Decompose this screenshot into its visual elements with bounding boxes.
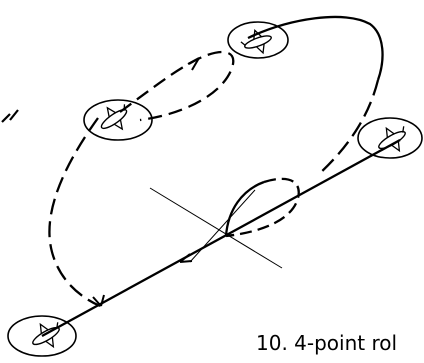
aircraft-position-ellipse (357, 117, 423, 159)
maneuver-caption: 10. 4-point rol (256, 331, 397, 355)
aircraft-icon (378, 126, 406, 153)
flight-path-center-loop-dashed (225, 177, 300, 238)
direction-arrow-icon (179, 253, 193, 263)
direction-arrow-icon (92, 294, 105, 307)
aircraft-position-ellipse (227, 21, 289, 59)
crosshair-line-a (149, 187, 283, 269)
flight-path-outer-loop-top (247, 15, 384, 81)
flight-path-main-line (41, 138, 401, 338)
aircraft-icon (100, 104, 128, 131)
flight-path-upper-loop (119, 50, 235, 122)
flight-path-outer-loop-dashed-right (317, 79, 380, 176)
aircraft-icon (240, 29, 272, 55)
aircraft-position-ellipse (7, 315, 77, 357)
flight-path-outer-loop-dashed (48, 117, 101, 308)
direction-arrow-icon (187, 57, 200, 71)
aircraft-icon (32, 322, 60, 349)
edge-mark (1, 109, 19, 123)
aircraft-position-ellipse (83, 99, 153, 141)
flight-path-center-loop-solid (224, 180, 265, 237)
